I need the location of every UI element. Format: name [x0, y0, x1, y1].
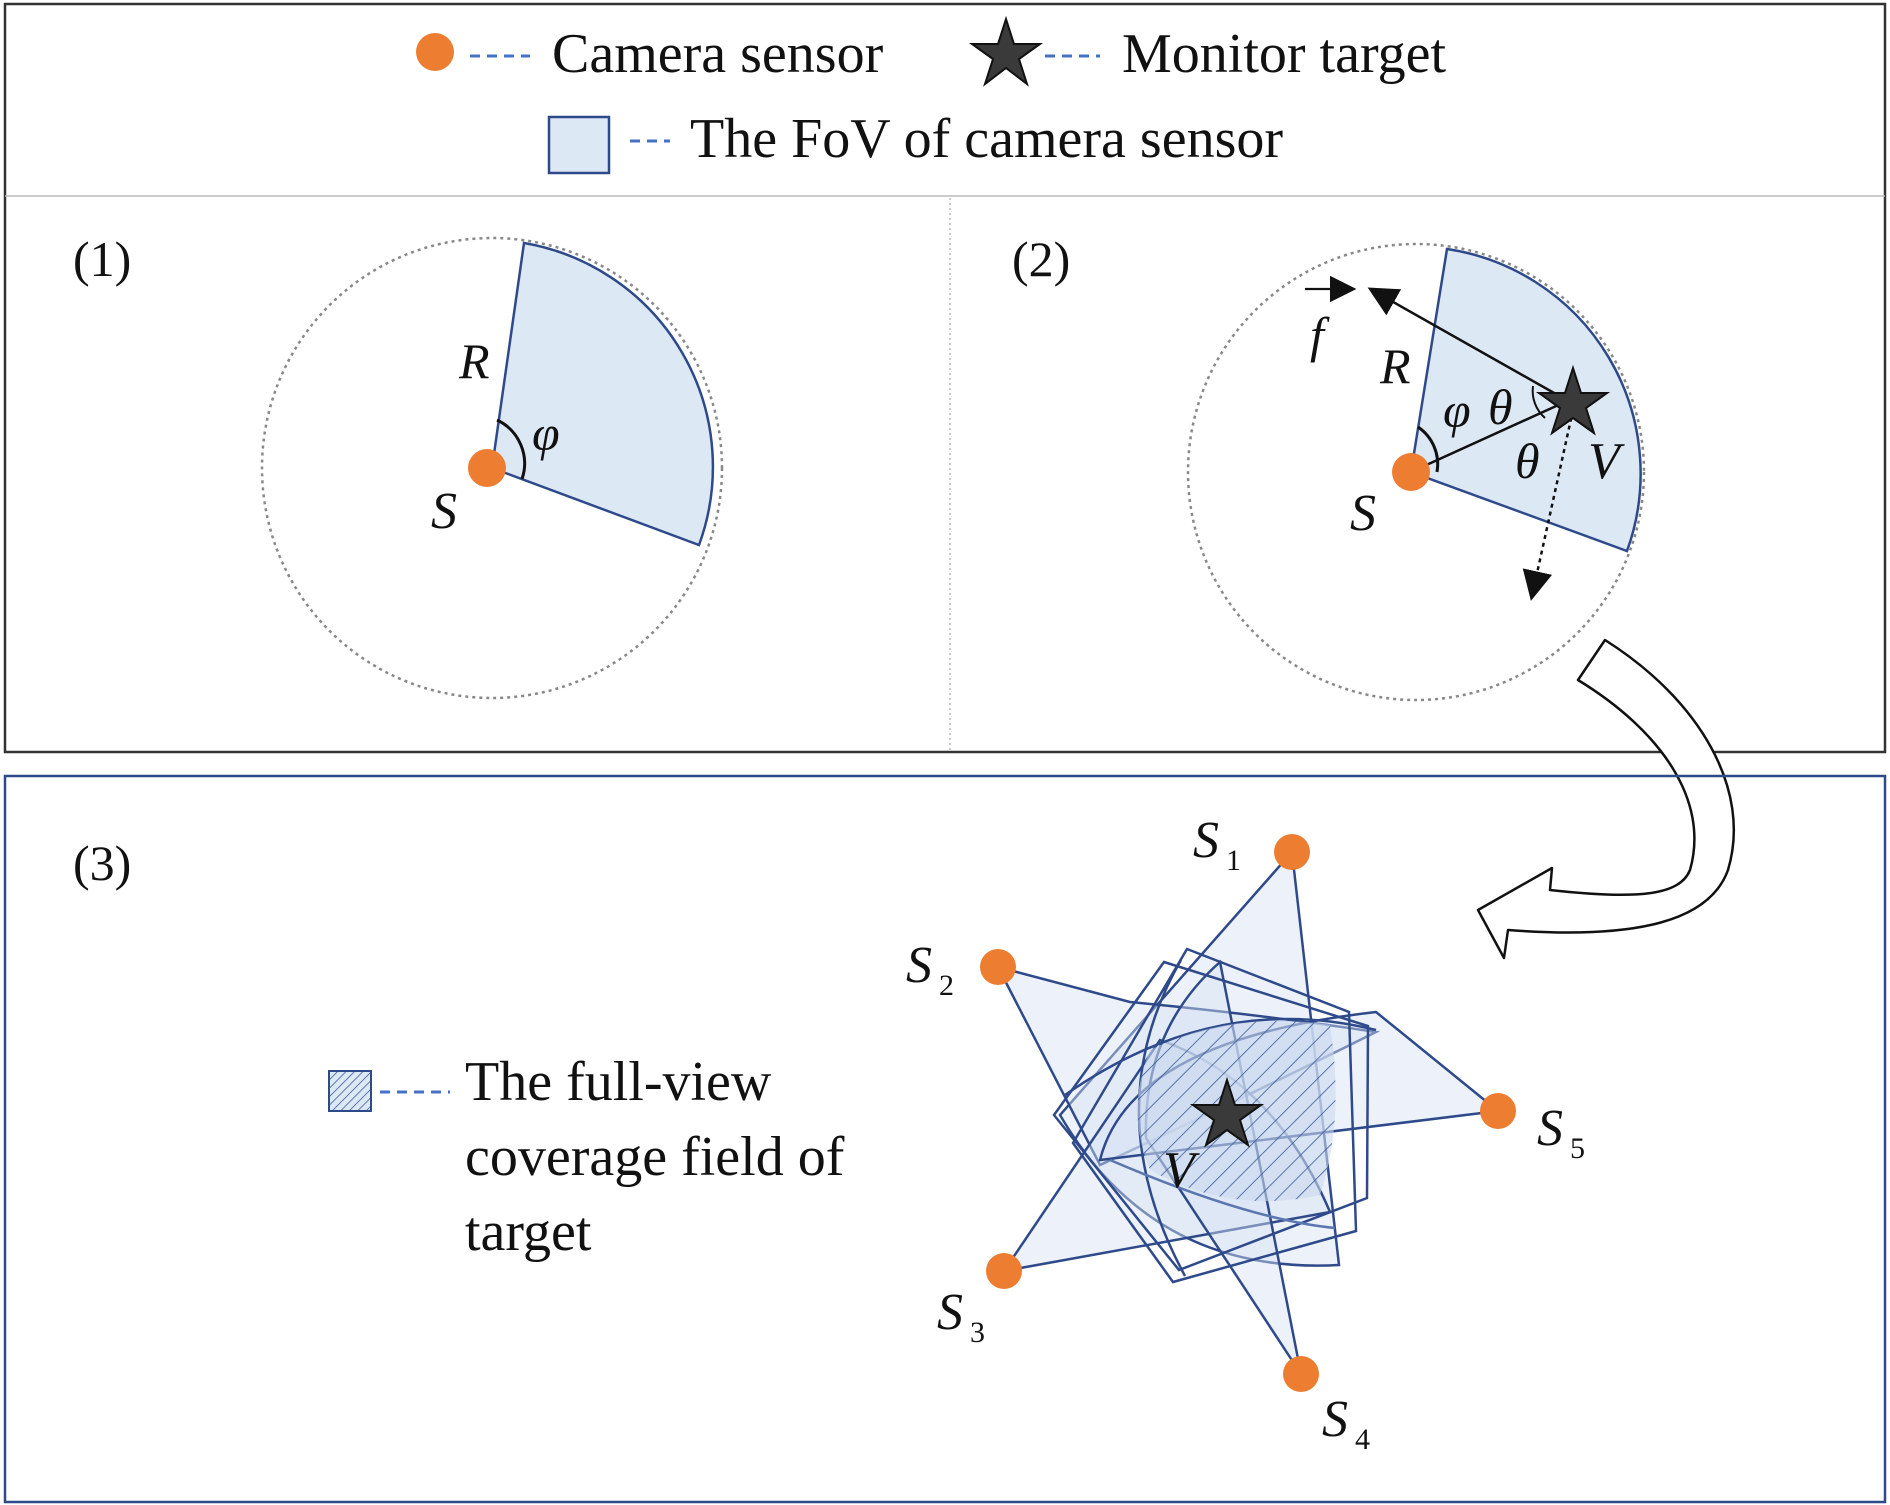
target-star — [1189, 1076, 1265, 1148]
coverage-arc-2 — [1064, 1017, 1377, 1097]
sensor-label-s2: S — [906, 937, 932, 994]
coverage-arc-3 — [1109, 1158, 1336, 1230]
sensor-sub-s2: 2 — [939, 969, 954, 1002]
legend-star-icon — [968, 15, 1044, 87]
bottom-frame — [3, 774, 1887, 1504]
camera-sensor-s3 — [986, 1253, 1022, 1289]
sensor-label-s3: S — [937, 1284, 963, 1341]
sensor-label-s5: S — [1537, 1100, 1563, 1157]
fullview-label-line2: coverage field of — [465, 1126, 845, 1188]
legend: Camera sensor Monitor target The FoV of … — [416, 15, 1446, 175]
sensor-label-s4: S — [1322, 1391, 1348, 1448]
sensor-label: S — [431, 483, 457, 540]
fov-overlap-squares — [1052, 947, 1370, 1284]
legend-fov: The FoV of camera sensor — [690, 108, 1283, 170]
panel-2: (2) f R φ θ θ S V — [1012, 231, 1646, 702]
camera-sensor-s4 — [1283, 1356, 1319, 1392]
phi-label: φ — [532, 405, 560, 461]
radius-label: R — [1379, 338, 1411, 394]
fov-sector — [490, 241, 715, 547]
sensor-sub-s1: 1 — [1226, 844, 1241, 877]
panel-2-label: (2) — [1012, 231, 1070, 287]
angle-arc — [496, 418, 527, 480]
legend-camera-sensor: Camera sensor — [552, 23, 884, 85]
f-vector-label: f — [1310, 307, 1330, 363]
fullview-legend-hatch — [329, 1071, 371, 1111]
panel-1: (1) R φ S — [73, 231, 724, 700]
panel-3: (3) The full-view coverage field of targ… — [73, 812, 1585, 1456]
fov-sector — [1409, 247, 1642, 553]
phi-label: φ — [1443, 382, 1471, 438]
theta-label-top: θ — [1488, 379, 1513, 435]
camera-sensor-s5 — [1480, 1093, 1516, 1129]
theta-label-bottom: θ — [1515, 433, 1540, 489]
transition-arrow — [1476, 638, 1736, 960]
phi-arc — [1417, 425, 1440, 473]
overlap-square-2 — [1052, 960, 1370, 1272]
target-star — [1535, 364, 1611, 436]
camera-sensor-s1 — [1274, 834, 1310, 870]
orientation-vector — [1367, 287, 1571, 404]
sensor-sub-s3: 3 — [970, 1316, 985, 1349]
legend-sensor-icon — [416, 33, 454, 71]
sensing-range-circle — [1186, 242, 1646, 702]
sensing-range-circle — [260, 236, 724, 700]
camera-sensor-dot — [1392, 453, 1430, 491]
target-label: V — [1588, 433, 1625, 490]
sensor-sub-s5: 5 — [1570, 1132, 1585, 1165]
camera-sensor-dot — [468, 449, 506, 487]
sensor-label: S — [1350, 485, 1376, 542]
sensor-sub-s4: 4 — [1355, 1423, 1370, 1456]
fullview-label-line1: The full-view — [465, 1051, 772, 1113]
legend-fov-icon — [547, 115, 611, 175]
target-label: V — [1163, 1142, 1200, 1199]
panel-1-label: (1) — [73, 231, 131, 287]
theta-arc — [1531, 385, 1546, 419]
legend-monitor-target: Monitor target — [1122, 23, 1446, 85]
camera-sensor-s2 — [980, 949, 1016, 985]
sensor-label-s1: S — [1193, 812, 1219, 869]
top-frame — [3, 2, 1887, 754]
fullview-label-line3: target — [465, 1201, 592, 1263]
overlap-square-1 — [1071, 947, 1358, 1284]
radius-label: R — [458, 333, 490, 389]
panel-3-label: (3) — [73, 835, 131, 891]
